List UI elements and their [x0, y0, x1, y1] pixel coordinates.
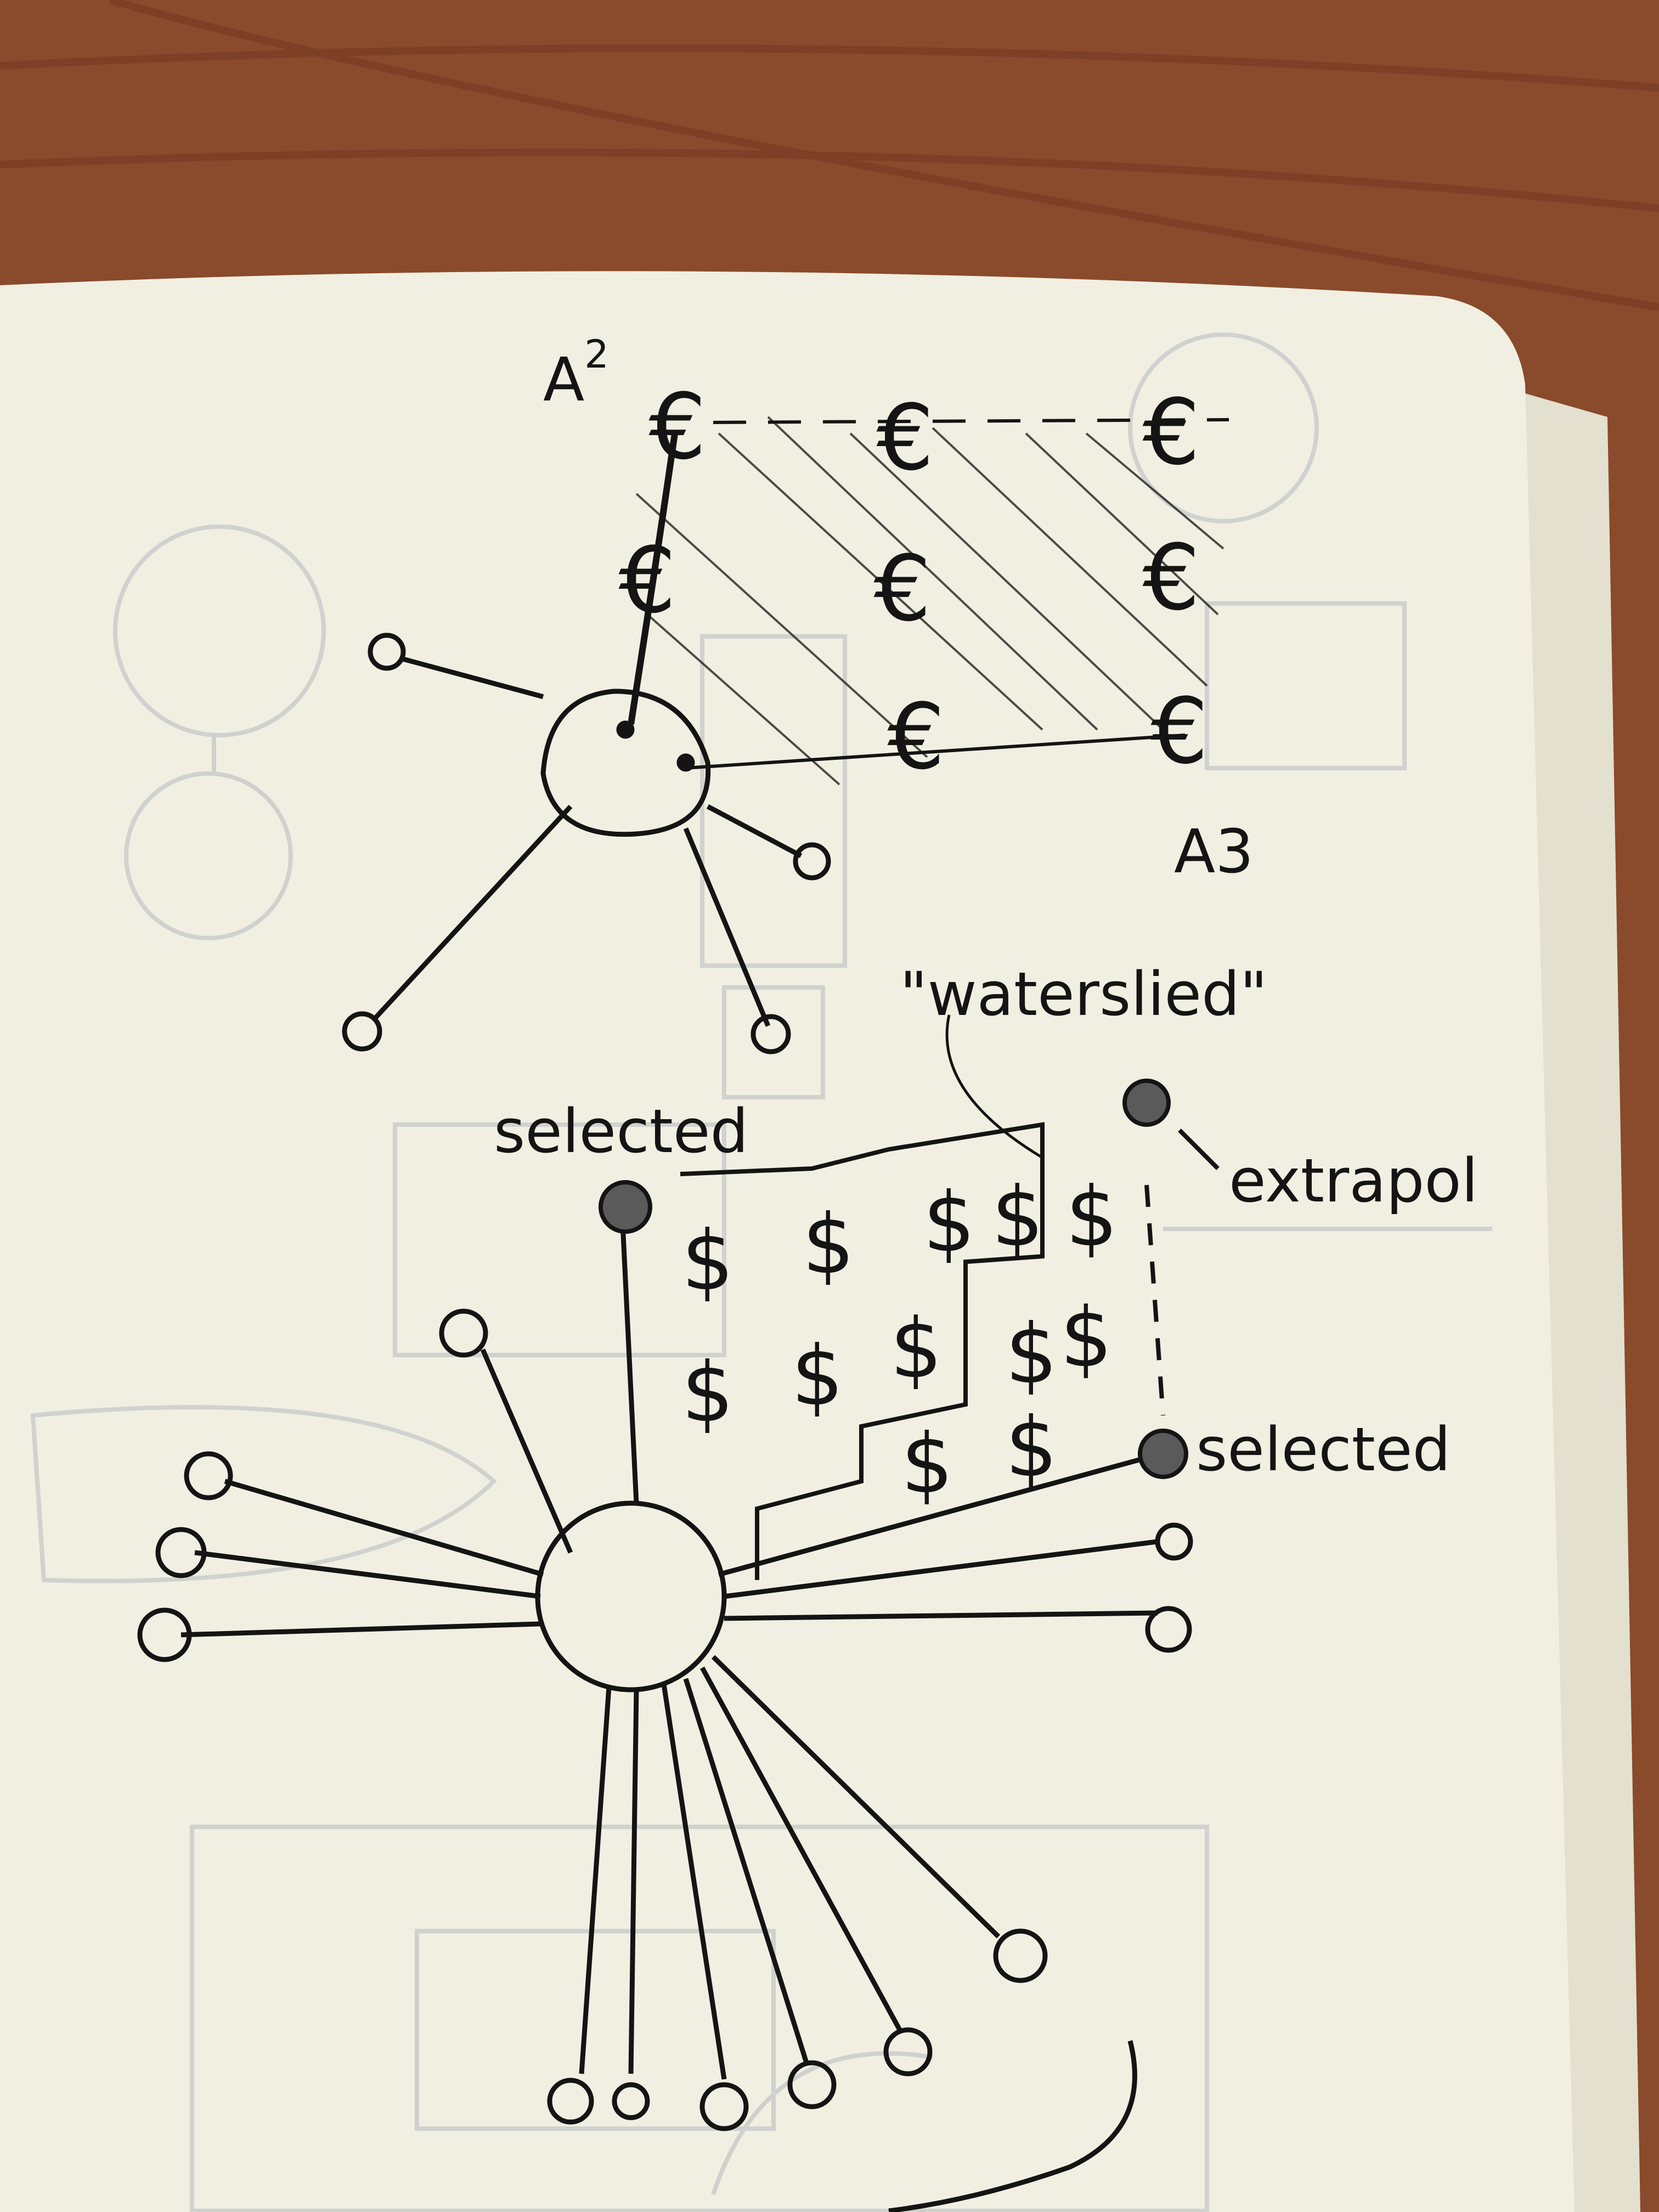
cell-symbol-r1c2: €: [877, 385, 934, 490]
dollar-r1c2: $: [802, 1197, 854, 1293]
dollar-r2c4: $: [1005, 1307, 1057, 1402]
hatch-area: [635, 416, 1224, 786]
cell-symbol-r2c3: €: [1143, 525, 1200, 630]
dollar-r2c2: $: [791, 1329, 843, 1424]
dollar-r3c1: $: [901, 1417, 953, 1512]
leaf-nodes-top: [342, 633, 831, 1054]
dollar-r2c5: $: [1060, 1290, 1112, 1386]
label-waterslied: "waterslied": [900, 959, 1268, 1029]
dollar-r2c3: $: [890, 1301, 942, 1397]
hub-node-bottom: [180, 1223, 1158, 2080]
selected-nodes: [599, 1014, 1220, 1479]
label-a3: A3: [1174, 816, 1254, 887]
hub-node-top: [371, 656, 803, 1027]
cell-symbol-r2c2: €: [874, 536, 932, 641]
cell-symbol-r1c1: €: [649, 374, 707, 479]
label-a-base: A: [543, 345, 584, 415]
dollar-grid: $ $ $ $ $ $ $ $ $ $ $ $: [681, 1170, 1118, 1512]
dollar-r3c2: $: [1005, 1400, 1057, 1496]
selected-node-right: [1138, 1429, 1188, 1479]
cell-symbol-r3c3: €: [1151, 679, 1209, 784]
staircase-line: [680, 1122, 1165, 1580]
label-extrapol: extrapol: [1229, 1146, 1478, 1216]
dollar-r1c4: $: [991, 1170, 1043, 1265]
grid-edges: [628, 418, 1229, 770]
dollar-r2c1: $: [681, 1345, 733, 1441]
ghost-sketches: [30, 332, 1492, 2212]
cell-symbol-r1c3: €: [1143, 380, 1200, 485]
extrapol-node: [1122, 1079, 1171, 1127]
dollar-r1c1: $: [681, 1214, 733, 1309]
cell-symbol-r2c1: €: [619, 528, 676, 633]
loose-stroke: [888, 2040, 1137, 2212]
desk-grain: [0, 0, 1659, 311]
notebook-page: [0, 271, 1575, 2212]
label-selected-left: selected: [494, 1096, 748, 1166]
label-a-exponent: 2: [584, 332, 609, 377]
label-selected-right: selected: [1196, 1414, 1451, 1485]
dollar-r1c5: $: [1065, 1170, 1118, 1265]
top-diagram: € € € € € € € € A2 A3: [342, 332, 1254, 1054]
dollar-r1c3: $: [923, 1175, 975, 1271]
leaf-nodes-bottom: [137, 1308, 1193, 2131]
selected-node-left: [599, 1180, 652, 1234]
label-a-squared: A2: [543, 332, 609, 415]
cell-symbol-r3c2: €: [888, 684, 945, 789]
bottom-diagram: $ $ $ $ $ $ $ $ $ $ $ $ "waterslied" sel…: [137, 959, 1478, 2212]
